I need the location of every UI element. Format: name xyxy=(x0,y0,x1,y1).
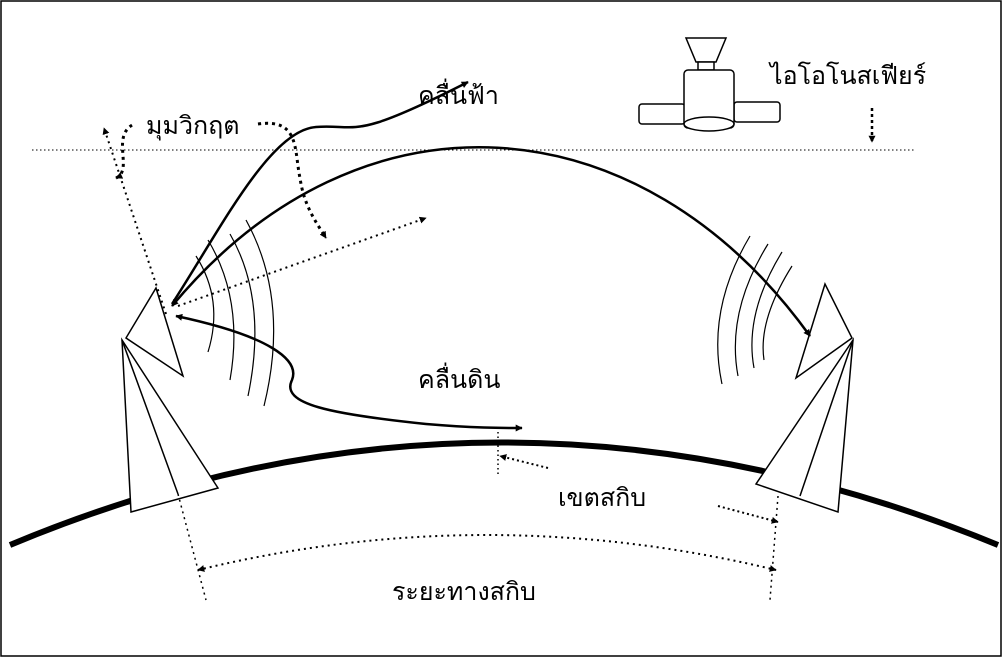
skip-distance-right-tick xyxy=(769,495,779,601)
ionosphere-label: ไอโอโนสเฟียร์ xyxy=(768,61,926,90)
right-wave-arc-1 xyxy=(717,235,751,385)
skip-distance-left-tick xyxy=(177,493,207,601)
right-wave-arc-3 xyxy=(751,251,783,369)
skip-distance-arc xyxy=(197,534,777,572)
right-antenna-dish xyxy=(794,281,853,380)
right-antenna-tower-line xyxy=(799,339,854,497)
left-wave-arc-4 xyxy=(245,219,275,407)
sky-wave-escaping xyxy=(170,80,469,305)
left-antenna-dish xyxy=(124,286,185,378)
left-wave-arc-2 xyxy=(207,239,235,381)
sky-wave-label: คลื่นฟ้า xyxy=(418,78,499,110)
ground-wave-label: คลื่นดิน xyxy=(418,362,500,394)
left-wave-arc-3 xyxy=(229,233,256,397)
critical-angle-label: มุมวิกฤต xyxy=(146,111,240,141)
skip-zone-left-arrow xyxy=(499,454,549,469)
right-antenna-tower xyxy=(754,337,854,514)
critical-angle-arc-left xyxy=(115,122,135,180)
skip-zone-label: เขตสกิบ xyxy=(558,483,646,512)
left-antenna-tower-line xyxy=(121,339,179,495)
ground-wave xyxy=(175,313,523,432)
skip-distance-label: ระยะทางสกิบ xyxy=(392,577,536,606)
left-antenna xyxy=(121,286,220,513)
sky-wave-refracted xyxy=(171,146,812,337)
right-antenna xyxy=(754,281,854,514)
satellite-icon xyxy=(638,37,781,132)
normal-line-dotted xyxy=(102,127,167,315)
left-antenna-tower xyxy=(121,337,220,513)
skip-zone-right-arrow xyxy=(717,505,779,524)
right-wave-arcs xyxy=(717,235,793,385)
critical-angle-arc-right xyxy=(257,121,328,239)
critical-ray-dotted xyxy=(177,216,427,307)
